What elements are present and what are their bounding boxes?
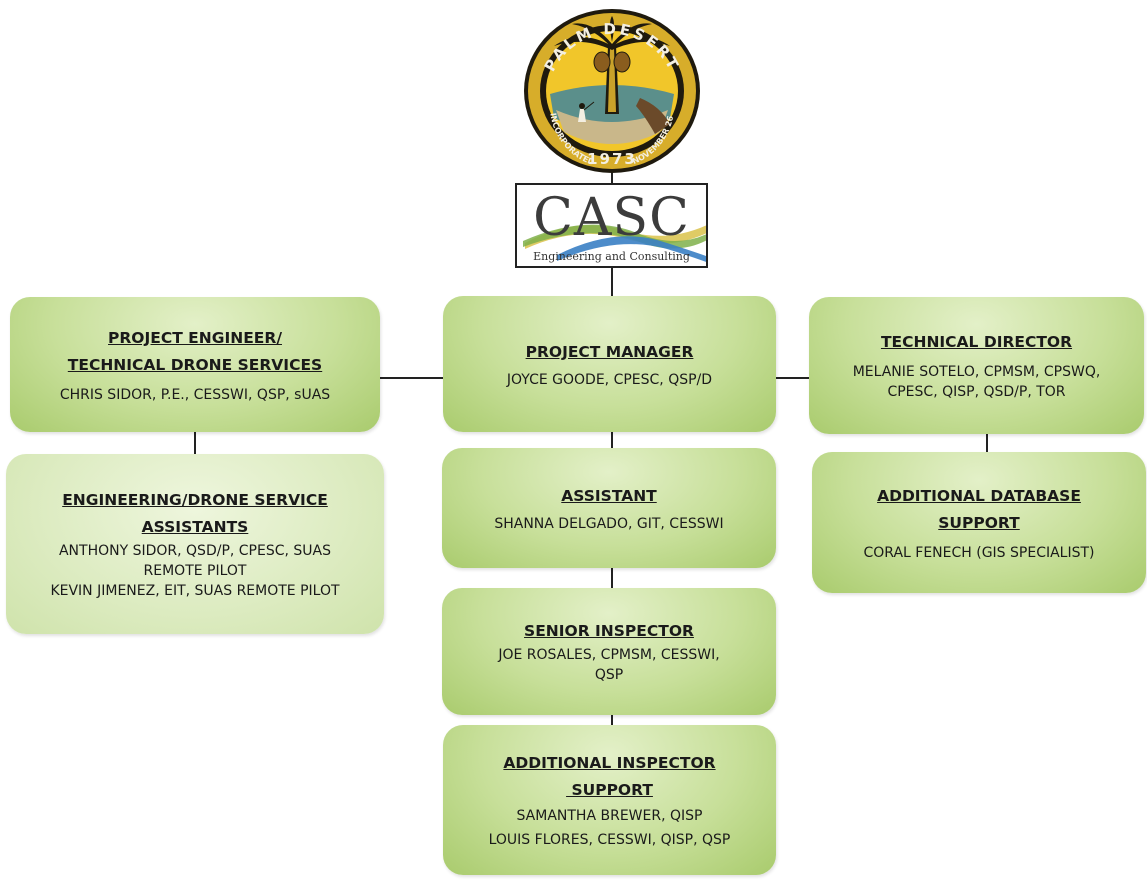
node-title: ASSISTANT xyxy=(561,486,657,505)
node-person: CHRIS SIDOR, P.E., CESSWI, QSP, sUAS xyxy=(59,386,331,403)
connector-senior-additional xyxy=(611,715,613,725)
node-person: QSP xyxy=(594,667,624,683)
connector-manager-director xyxy=(776,377,809,379)
node-person: MELANIE SOTELO, CPMSM, CPSWQ, xyxy=(852,364,1101,380)
node-project-engineer: PROJECT ENGINEER/ TECHNICAL DRONE SERVIC… xyxy=(10,297,380,432)
node-title: TECHNICAL DRONE SERVICES xyxy=(67,355,323,374)
node-title: ADDITIONAL DATABASE xyxy=(877,486,1081,505)
node-person: ANTHONY SIDOR, QSD/P, CPESC, SUAS xyxy=(58,543,332,559)
node-person: JOYCE GOODE, CPESC, QSP/D xyxy=(506,371,713,388)
node-person: CORAL FENECH (GIS SPECIALIST) xyxy=(863,544,1095,561)
city-seal-logo: PALM DESERT INCORPORATED NOVEMBER 26 197… xyxy=(524,9,700,173)
node-technical-director: TECHNICAL DIRECTOR MELANIE SOTELO, CPMSM… xyxy=(809,297,1144,434)
firm-logo-tagline: Engineering and Consulting xyxy=(533,250,690,263)
node-title: ENGINEERING/DRONE SERVICE xyxy=(62,491,328,509)
connector-engineer-manager xyxy=(380,377,443,379)
node-person: CPESC, QISP, QSD/P, TOR xyxy=(887,384,1066,400)
connector-assistant-senior xyxy=(611,568,613,588)
node-project-manager: PROJECT MANAGER JOYCE GOODE, CPESC, QSP/… xyxy=(443,296,776,432)
node-title: ASSISTANTS xyxy=(141,518,249,536)
connector-casc-manager xyxy=(611,268,613,296)
connector-seal-casc xyxy=(611,170,613,184)
node-title: SUPPORT xyxy=(566,781,653,799)
node-person: LOUIS FLORES, CESSWI, QISP, QSP xyxy=(488,832,731,848)
node-additional-inspector: ADDITIONAL INSPECTOR SUPPORT SAMANTHA BR… xyxy=(443,725,776,875)
seal-year: 1973 xyxy=(587,150,637,168)
node-engineering-assistants: ENGINEERING/DRONE SERVICE ASSISTANTS ANT… xyxy=(6,454,384,634)
node-person: REMOTE PILOT xyxy=(143,563,247,579)
node-title: ADDITIONAL INSPECTOR xyxy=(503,754,716,772)
node-additional-database: ADDITIONAL DATABASE SUPPORT CORAL FENECH… xyxy=(812,452,1146,593)
firm-logo: CASC Engineering and Consulting xyxy=(515,183,708,268)
node-person: KEVIN JIMENEZ, EIT, SUAS REMOTE PILOT xyxy=(50,583,340,599)
node-title: PROJECT MANAGER xyxy=(525,342,694,361)
node-senior-inspector: SENIOR INSPECTOR JOE ROSALES, CPMSM, CES… xyxy=(442,588,776,715)
node-title: TECHNICAL DIRECTOR xyxy=(880,333,1073,351)
node-person: SHANNA DELGADO, GIT, CESSWI xyxy=(494,515,724,532)
node-title: SENIOR INSPECTOR xyxy=(524,622,694,640)
connector-director-database xyxy=(986,434,988,452)
node-person: JOE ROSALES, CPMSM, CESSWI, xyxy=(498,647,720,663)
connector-manager-assistant xyxy=(611,432,613,448)
node-person: SAMANTHA BREWER, QISP xyxy=(516,808,703,824)
node-assistant: ASSISTANT SHANNA DELGADO, GIT, CESSWI xyxy=(442,448,776,568)
firm-logo-swoosh xyxy=(523,224,706,262)
firm-logo-name: CASC xyxy=(533,188,690,248)
node-title: PROJECT ENGINEER/ xyxy=(108,328,282,347)
node-title: SUPPORT xyxy=(938,513,1020,532)
connector-engineer-assistants xyxy=(194,432,196,454)
